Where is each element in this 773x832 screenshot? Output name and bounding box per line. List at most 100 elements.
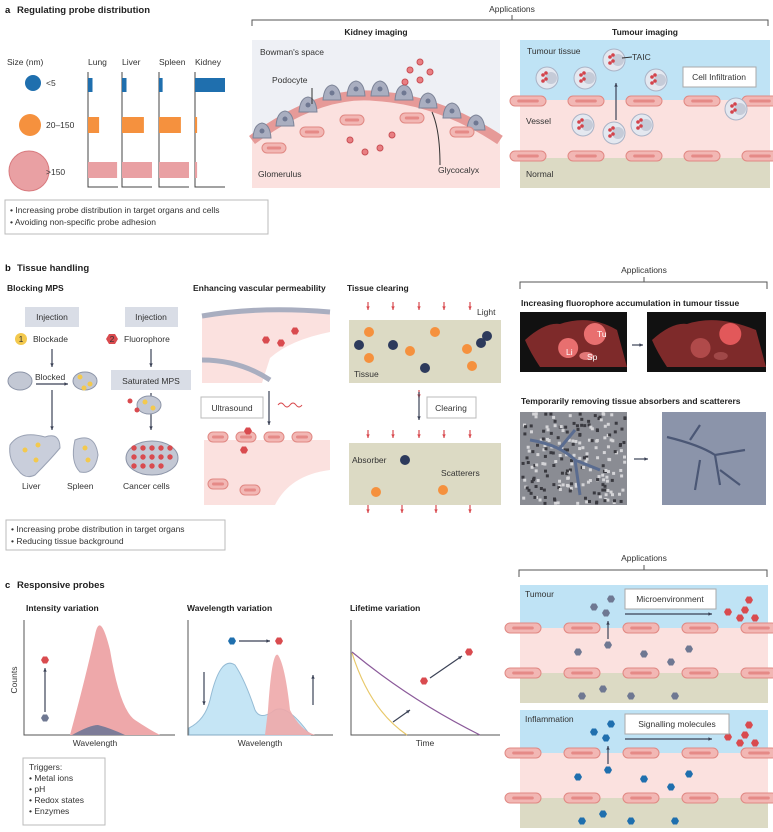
blocker-particle <box>143 400 148 405</box>
noise-pixel <box>620 500 623 503</box>
probe-particle <box>158 454 163 459</box>
spleen-icon <box>73 438 98 472</box>
noise-pixel <box>618 493 621 496</box>
arrowhead-icon <box>442 434 445 438</box>
cell-nucleus <box>512 672 534 675</box>
noise-pixel <box>554 460 557 463</box>
probe-particle <box>611 132 615 136</box>
distribution-bar <box>195 162 197 178</box>
probe-hexagon <box>228 638 236 645</box>
podocyte-nucleus <box>306 103 311 108</box>
noise-pixel <box>579 413 582 416</box>
organ-label: Liver <box>122 57 141 67</box>
noise-pixel <box>543 489 546 492</box>
bowman-label: Bowman's space <box>260 47 324 57</box>
noise-pixel <box>559 488 562 491</box>
noise-pixel <box>583 456 586 459</box>
probe-particle <box>544 71 548 75</box>
noise-pixel <box>584 497 587 500</box>
probe-hexagon <box>41 715 49 722</box>
noise-pixel <box>535 485 538 488</box>
noise-pixel <box>606 499 609 502</box>
noise-pixel <box>577 428 580 431</box>
blocker-particle <box>88 382 93 387</box>
arrowhead-icon <box>644 457 648 460</box>
blocker-particle <box>82 386 87 391</box>
probe-particle <box>140 454 145 459</box>
mouse-images <box>520 312 766 372</box>
distribution-bar <box>195 117 197 133</box>
arrowhead-icon <box>366 434 369 438</box>
probe-particle <box>544 77 548 81</box>
noise-pixel <box>566 431 569 434</box>
trigger-item: • Enzymes <box>29 806 69 816</box>
noise-pixel <box>604 489 607 492</box>
panel-b-title: Tissue handling <box>17 263 89 274</box>
noise-pixel <box>585 500 588 503</box>
normal-label: Normal <box>526 169 554 179</box>
cell-nucleus <box>749 100 771 103</box>
probe-particle <box>577 126 581 130</box>
podocyte-nucleus <box>283 117 288 122</box>
liver-region <box>691 338 711 358</box>
spleen-region <box>714 352 728 360</box>
noise-pixel <box>572 443 575 446</box>
noise-pixel <box>543 463 546 466</box>
cell-nucleus <box>689 797 711 800</box>
noise-pixel <box>603 499 606 502</box>
panel-b-letter: b <box>5 263 11 274</box>
probe-particle <box>131 445 136 450</box>
probe-particle <box>582 71 586 75</box>
podocyte-nucleus <box>426 99 431 104</box>
noise-pixel <box>540 487 543 490</box>
blocker-particle <box>36 443 41 448</box>
probe-particle <box>362 149 368 155</box>
noise-pixel <box>607 445 610 448</box>
noise-pixel <box>570 462 573 465</box>
podocyte-nucleus <box>450 109 455 114</box>
probe-hexagon <box>41 657 49 664</box>
light-label: Light <box>477 307 496 317</box>
noise-pixel <box>550 432 553 435</box>
applications-a-label: Applications <box>489 4 535 14</box>
noise-pixel <box>567 484 570 487</box>
probe-hexagon <box>420 678 428 685</box>
size-small-circle <box>25 75 41 91</box>
arrowhead-icon <box>366 509 369 513</box>
podocyte-nucleus <box>402 91 407 96</box>
distribution-bar <box>159 78 163 92</box>
app-fluorophore-title: Increasing fluorophore accumulation in t… <box>521 298 739 308</box>
probe-particle <box>580 124 584 128</box>
cell-nucleus <box>630 797 652 800</box>
noise-pixel <box>547 428 550 431</box>
noise-pixel <box>557 501 560 504</box>
cancer-cells-label: Cancer cells <box>123 481 170 491</box>
noise-pixel <box>594 414 597 417</box>
noise-pixel <box>576 424 579 427</box>
probe-particle <box>167 454 172 459</box>
cell-nucleus <box>512 752 534 755</box>
noise-pixel <box>615 422 618 425</box>
probe-particle <box>407 67 413 73</box>
noise-pixel <box>601 474 604 477</box>
scatterer-particle <box>462 344 472 354</box>
sp-label: Sp <box>587 352 598 362</box>
noise-pixel <box>532 478 535 481</box>
cell-nucleus <box>512 797 534 800</box>
noise-pixel <box>602 478 605 481</box>
cell-nucleus <box>633 155 655 158</box>
probe-particle <box>402 79 408 85</box>
noise-pixel <box>619 444 622 447</box>
probe-particle <box>733 102 737 106</box>
cell-nucleus <box>633 100 655 103</box>
blocker-particle <box>83 446 88 451</box>
absorber-particle <box>354 340 364 350</box>
noise-pixel <box>549 413 552 416</box>
lifetime-xlabel: Time <box>416 738 435 748</box>
note-item: • Increasing probe distribution in targe… <box>11 524 185 534</box>
cell-nucleus <box>691 100 713 103</box>
probe-particle <box>730 104 734 108</box>
scatterer-particle <box>438 485 448 495</box>
tissue-label: Tissue <box>354 369 379 379</box>
